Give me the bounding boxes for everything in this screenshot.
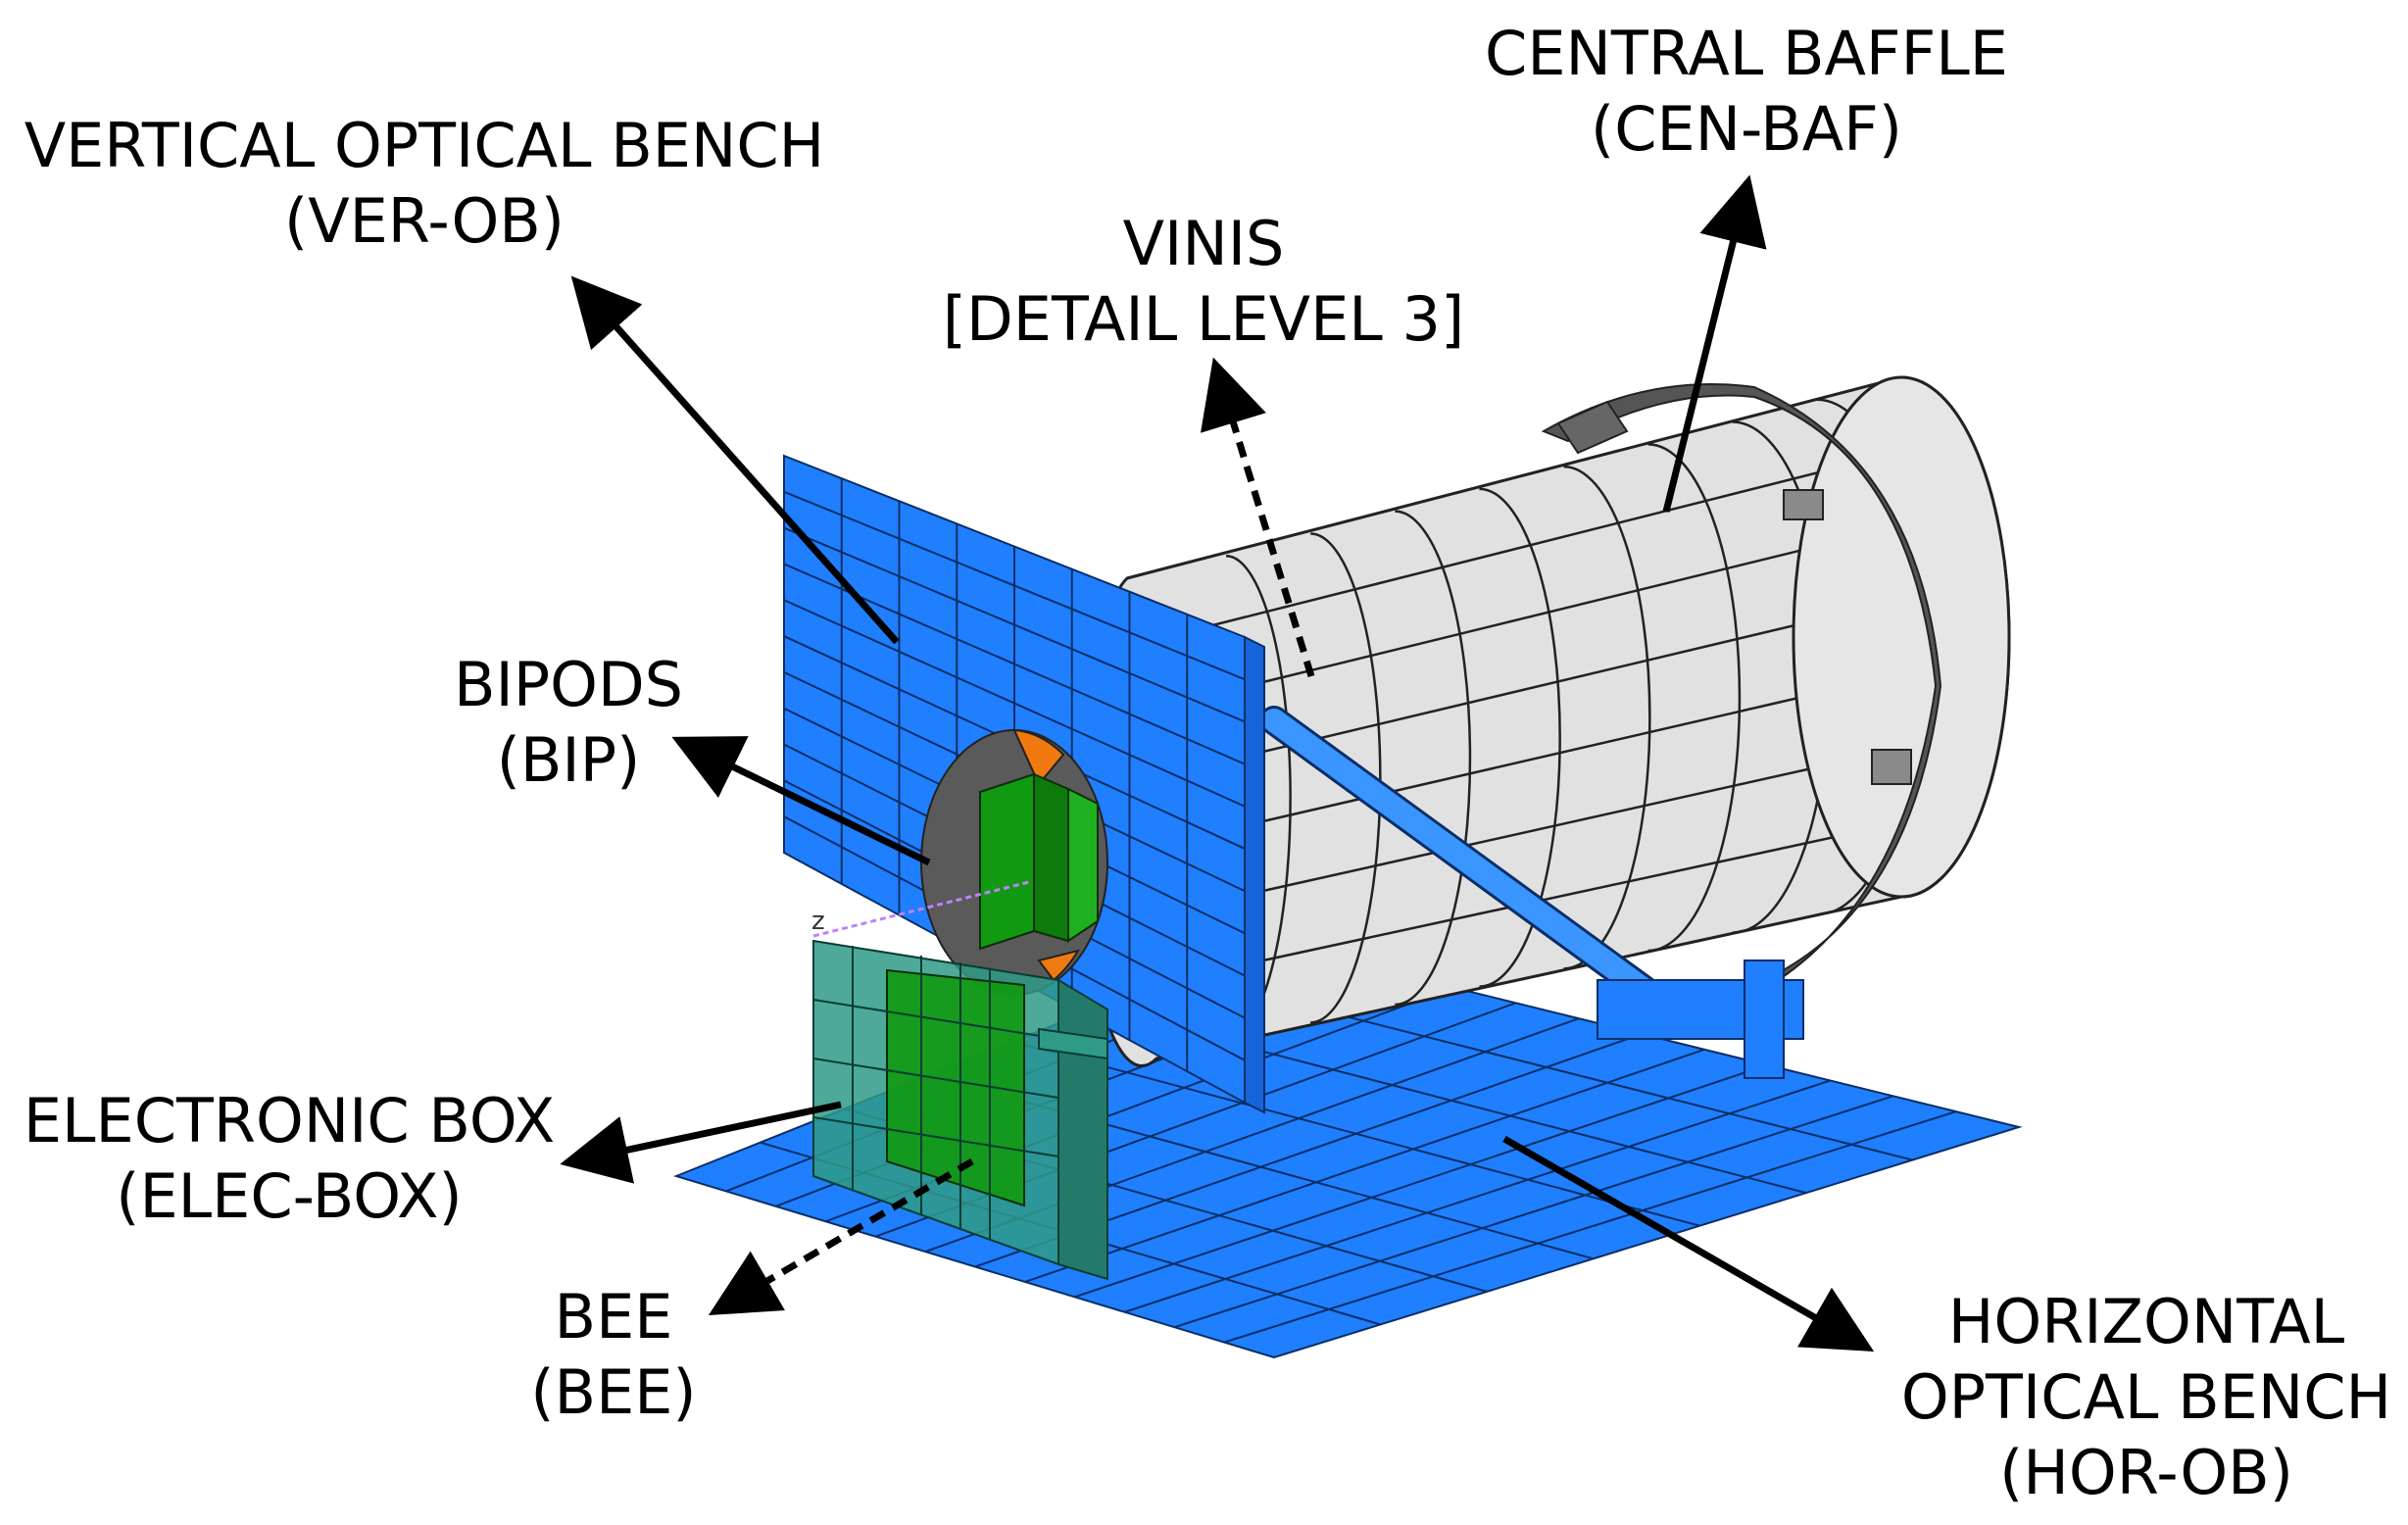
label-vertical-ob-line1: VERTICAL OPTICAL BENCH xyxy=(25,110,825,181)
vinis-rod xyxy=(1259,706,1804,1079)
label-vinis-line1: VINIS xyxy=(1123,208,1285,279)
label-vertical-ob-line2: (VER-OB) xyxy=(284,185,565,257)
label-horizontal-ob-line2: OPTICAL BENCH xyxy=(1901,1361,2391,1433)
electronic-box: z xyxy=(811,907,1108,1281)
label-bee-line1: BEE xyxy=(555,1281,673,1353)
arrow-vertical-ob xyxy=(570,275,900,645)
labels: CENTRAL BAFFLE (CEN-BAF) VERTICAL OPTICA… xyxy=(24,18,2391,1508)
arrow-central-baffle xyxy=(1662,174,1767,513)
label-vinis-line2: [DETAIL LEVEL 3] xyxy=(943,283,1464,355)
label-bee-line2: (BEE) xyxy=(530,1356,696,1428)
z-axis-label: z xyxy=(811,907,825,936)
arrow-bee xyxy=(708,1157,974,1316)
label-central-baffle-line2: (CEN-BAF) xyxy=(1591,93,1902,165)
bipods xyxy=(812,728,1108,996)
label-electronic-box-line1: ELECTRONIC BOX xyxy=(24,1085,555,1156)
arrow-vinis xyxy=(1201,357,1315,678)
arrow-horizontal-ob xyxy=(1502,1135,1875,1352)
label-electronic-box-line2: (ELEC-BOX) xyxy=(116,1160,462,1232)
label-bipods-line2: (BIP) xyxy=(497,724,641,796)
leader-arrows xyxy=(560,174,1875,1352)
arrow-electronic-box xyxy=(560,1101,842,1184)
label-horizontal-ob-line1: HORIZONTAL xyxy=(1948,1286,2345,1357)
label-bipods-line1: BIPODS xyxy=(454,649,683,720)
arrow-bipods xyxy=(671,736,931,866)
label-horizontal-ob-line3: (HOR-OB) xyxy=(1999,1437,2293,1508)
label-central-baffle-line1: CENTRAL BAFFLE xyxy=(1485,18,2008,89)
